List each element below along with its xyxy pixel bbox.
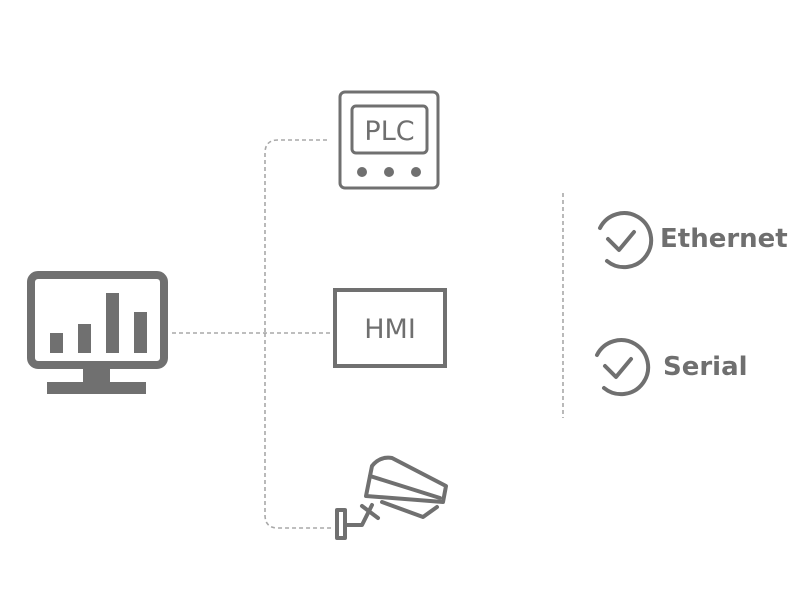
plc-label: PLC [364,116,414,147]
connector-to-camera [264,333,334,529]
connection-lines [172,139,564,529]
hmi-frame [333,288,447,368]
security-camera-icon [335,455,448,540]
protocol-serial: Serial [595,338,748,397]
plc-indicator-1 [357,167,367,177]
check-mark-icon [606,230,636,252]
protocol-ethernet-label: Ethernet [660,224,788,254]
plc-body [338,90,440,190]
plc-device: PLC [338,90,440,190]
plc-indicator-2 [384,167,394,177]
plc-indicator-3 [411,167,421,177]
check-circle-icon [598,211,654,270]
protocol-ethernet: Ethernet [598,211,788,270]
hmi-label: HMI [364,314,416,345]
plc-screen [350,104,429,155]
check-circle-icon [595,338,651,397]
monitor-chart-icon [27,271,168,394]
protocol-serial-label: Serial [663,352,748,382]
hmi-device: HMI [333,288,447,368]
connector-to-plc [264,139,327,333]
check-mark-icon [603,357,633,379]
